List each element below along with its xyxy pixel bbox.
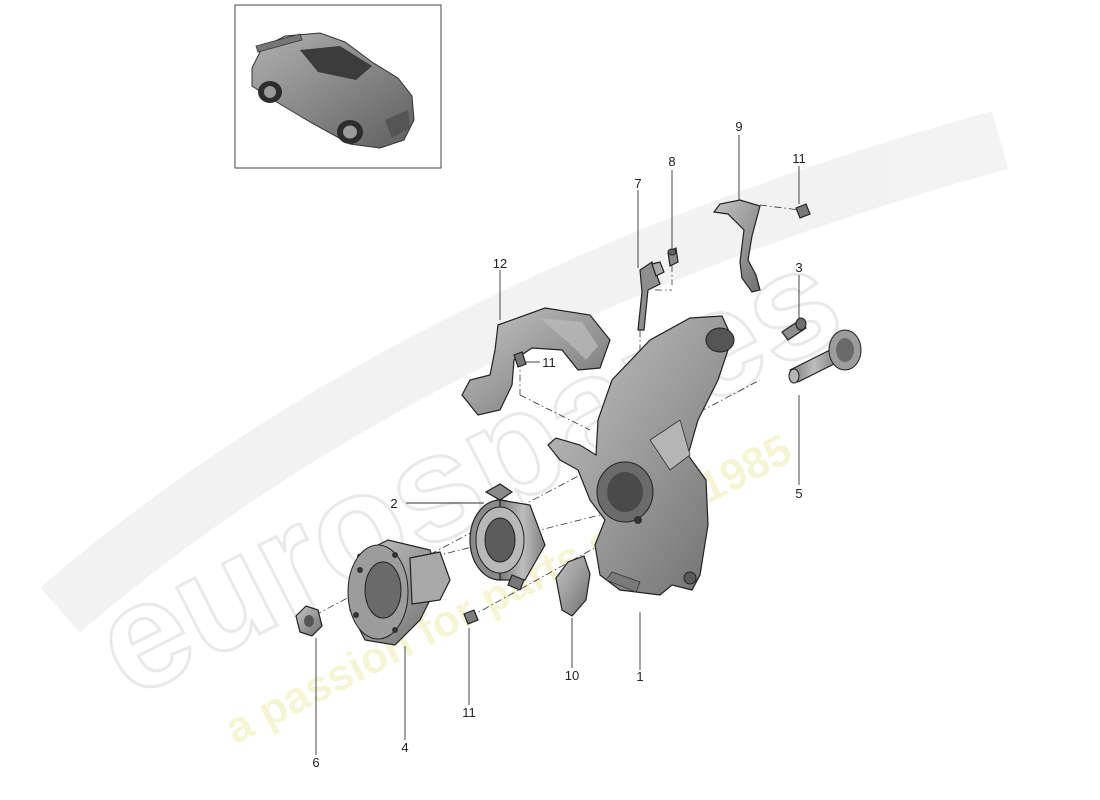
callout-11-top[interactable]: 11	[792, 151, 806, 166]
callout-2[interactable]: 2	[390, 496, 397, 511]
bolt-8[interactable]	[667, 247, 679, 267]
car-illustration	[251, 32, 415, 149]
callout-1[interactable]: 1	[636, 669, 643, 684]
bolt-11-lower[interactable]	[463, 609, 479, 625]
wheel-carrier[interactable]	[547, 315, 735, 596]
callout-8[interactable]: 8	[668, 154, 675, 169]
bolt-11-shield[interactable]	[513, 351, 527, 368]
callout-10[interactable]: 10	[565, 668, 579, 683]
wheel-hub[interactable]	[347, 539, 451, 646]
leader-lines	[315, 135, 800, 755]
callout-6[interactable]: 6	[312, 755, 319, 770]
axis-line-bolt11-top	[759, 204, 801, 211]
callout-4[interactable]: 4	[401, 740, 408, 755]
callout-9[interactable]: 9	[735, 119, 742, 134]
callout-11-lower[interactable]: 11	[462, 705, 476, 720]
car-thumbnail[interactable]	[234, 4, 442, 169]
cover-plate[interactable]	[555, 555, 591, 617]
callout-5[interactable]: 5	[795, 486, 802, 501]
wheel-bearing[interactable]	[469, 483, 546, 591]
drive-shaft[interactable]	[788, 329, 862, 384]
hub-nut[interactable]	[295, 605, 323, 637]
watermark: eurospares a passion for parts since 198…	[40, 111, 1008, 754]
axis-line-shield	[519, 394, 591, 431]
bolt-3[interactable]	[781, 317, 807, 341]
bracket-9[interactable]	[712, 199, 761, 293]
brake-shield[interactable]	[461, 307, 611, 416]
watermark-swoosh	[40, 111, 1008, 633]
axis-line-bolt11	[469, 544, 601, 618]
callout-labels: 1 2 3 4 5 6 7 8 9 10 11 11 11 12	[312, 119, 805, 770]
callout-7[interactable]: 7	[634, 176, 641, 191]
callout-3[interactable]: 3	[795, 260, 802, 275]
callout-11-shield[interactable]: 11	[542, 355, 556, 370]
bolt-11-top[interactable]	[795, 203, 811, 219]
abs-sensor[interactable]	[637, 261, 665, 331]
callout-12[interactable]: 12	[493, 256, 507, 271]
